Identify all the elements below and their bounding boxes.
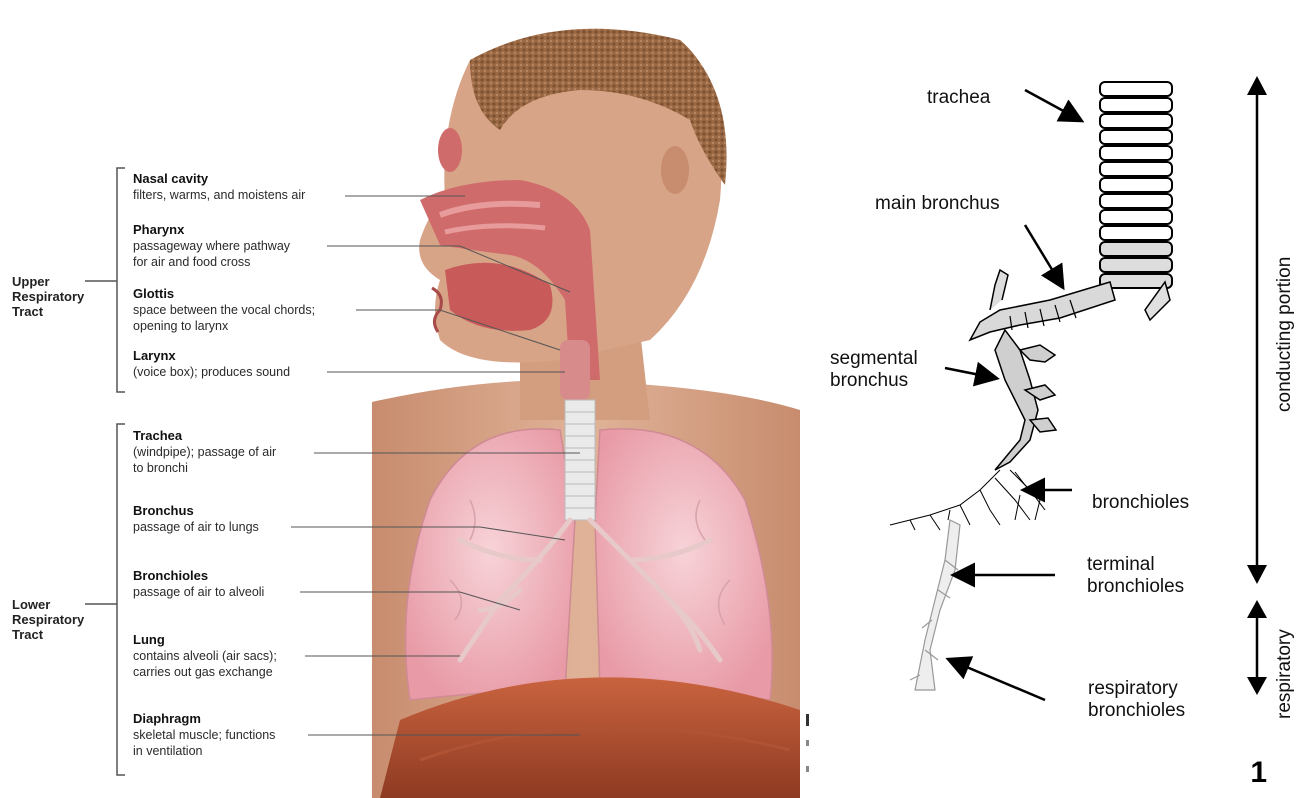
- diaphragm-label: Diaphragm skeletal muscle; functions in …: [133, 711, 278, 759]
- bronchial-tree-diagram: [820, 0, 1312, 798]
- segmental-bronchi: [995, 330, 1056, 470]
- pharynx-label: Pharynx passageway where pathway for air…: [133, 222, 293, 270]
- tract-brackets: [85, 168, 125, 775]
- anatomy-illustration-panel: Upper Respiratory Tract Lower Respirator…: [0, 0, 820, 798]
- lower-tract-label: Lower Respiratory Tract: [12, 597, 84, 642]
- main-bronchus-label: main bronchus: [875, 193, 1000, 215]
- segmental-bronchus-label: segmental bronchus: [830, 348, 918, 392]
- trachea-label: Trachea (windpipe); passage of air to br…: [133, 428, 279, 476]
- bronchial-tree-panel: trachea main bronchus segmental bronchus…: [820, 0, 1312, 798]
- bronchioles-tree-label: bronchioles: [1092, 492, 1189, 514]
- ear-shape: [661, 146, 689, 194]
- trachea-rings: [1100, 82, 1172, 288]
- respiratory-bronchioles-label: respiratory bronchioles: [1088, 678, 1185, 722]
- trachea-tree-label: trachea: [927, 87, 990, 109]
- nasal-cavity-label: Nasal cavity filters, warms, and moisten…: [133, 171, 308, 203]
- lung-label: Lung contains alveoli (air sacs); carrie…: [133, 632, 280, 680]
- respiratory-axis-label: respiratory: [1274, 629, 1296, 719]
- respiratory-system-illustration: [0, 0, 820, 798]
- trachea-shape: [565, 400, 595, 520]
- terminal-bronchioles-label: terminal bronchioles: [1087, 554, 1184, 598]
- bronchus-label: Bronchus passage of air to lungs: [133, 503, 262, 535]
- page-number: 1: [1250, 756, 1267, 790]
- larynx-shape: [560, 340, 590, 400]
- glottis-label: Glottis space between the vocal chords; …: [133, 286, 318, 334]
- conducting-portion-axis-label: conducting portion: [1274, 257, 1296, 412]
- terminal-bronchioles: [910, 520, 960, 690]
- bronchioles-label: Bronchioles passage of air to alveoli: [133, 568, 267, 600]
- bronchioles-fan: [890, 470, 1045, 530]
- larynx-label: Larynx (voice box); produces sound: [133, 348, 293, 380]
- upper-tract-label: Upper Respiratory Tract: [12, 274, 84, 319]
